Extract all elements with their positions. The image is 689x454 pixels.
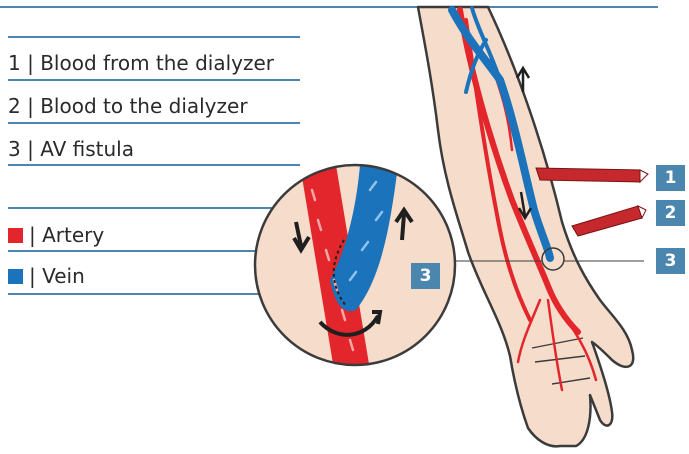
legend-item-av-fistula: 3 | AV fistula [8,137,134,161]
needle-tube-1 [536,168,640,182]
callout-badge-3-zoom: 3 [411,263,440,289]
vein-swatch [8,269,23,284]
callout-badge-1: 1 [656,165,685,191]
legend-item-blood-to-dialyzer: 2 | Blood to the dialyzer [8,94,248,118]
artery-swatch [8,228,23,243]
callout-badge-2: 2 [656,200,685,226]
callout-badge-3-arm: 3 [656,248,685,274]
needle-tube-2 [572,206,642,236]
legend-item-artery: | Artery [8,223,104,247]
needle-tube-1-end [640,170,648,182]
legend-item-blood-from-dialyzer: 1 | Blood from the dialyzer [8,51,274,75]
legend-item-vein: | Vein [8,264,85,288]
